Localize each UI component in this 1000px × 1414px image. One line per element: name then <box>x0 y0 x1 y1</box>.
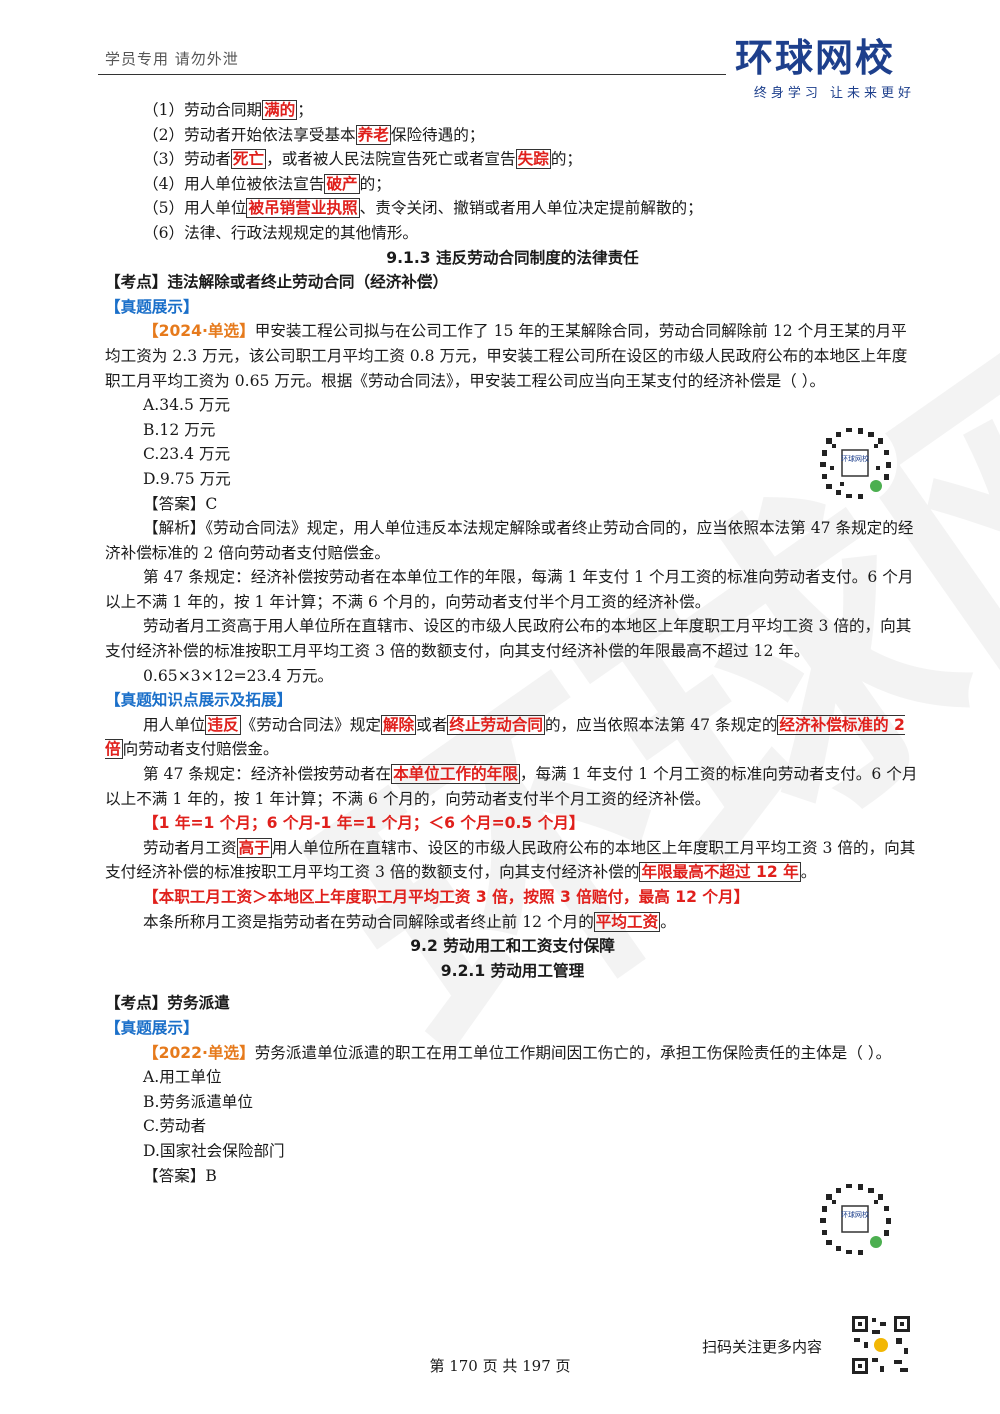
section-heading: 9.2 劳动用工和工资支付保障 <box>410 937 615 956</box>
answer-text: 【答案】B <box>143 1166 217 1185</box>
knowledge-text: 第 47 条规定：经济补偿按劳动者在本单位工作的年限，每满 1 年支付 1 个月… <box>105 764 918 808</box>
topic-heading: 【考点】劳务派遣 <box>105 994 230 1013</box>
document-body: （1）劳动合同期满的； （2）劳动者开始依法享受基本养老保险待遇的； （3）劳动… <box>105 98 920 1188</box>
qr-code-icon[interactable]: 环球网校 <box>812 420 898 506</box>
topic-heading: 【考点】违法解除或者终止劳动合同（经济补偿） <box>105 273 449 292</box>
option-item: D.国家社会保险部门 <box>143 1141 285 1160</box>
analysis-text: 0.65×3×12=23.4 万元。 <box>143 666 334 685</box>
knowledge-text: 劳动者月工资高于用人单位所在直辖市、设区的市级人民政府公布的本地区上年度职工月平… <box>105 837 916 883</box>
knowledge-text: 用人单位违反《劳动合同法》规定解除或者终止劳动合同的，应当依照本法第 47 条规… <box>105 714 905 760</box>
option-item: D.9.75 万元 <box>143 469 231 488</box>
logo-text: 环球网校 <box>735 36 896 80</box>
option-item: C.劳动者 <box>143 1117 207 1136</box>
summary-note: 【1 年=1 个月；6 个月-1 年=1 个月；＜6 个月=0.5 个月】 <box>143 814 585 833</box>
summary-note: 【本职工月工资＞本地区上年度职工月平均工资 3 倍，按照 3 倍赔付，最高 12… <box>143 888 750 906</box>
knowledge-text: 本条所称月工资是指劳动者在劳动合同解除或者终止前 12 个月的平均工资。 <box>143 911 676 932</box>
header-divider <box>98 74 726 75</box>
answer-text: 【答案】C <box>143 494 218 513</box>
list-item: （6）法律、行政法规规定的其他情形。 <box>143 223 419 242</box>
list-item: （5）用人单位被吊销营业执照、责令关闭、撤销或者用人单位决定提前解散的； <box>143 198 703 219</box>
footer-qr-icon[interactable] <box>850 1314 912 1376</box>
qr-label: 环球网校 <box>841 1210 869 1219</box>
scan-hint: 扫码关注更多内容 <box>702 1338 823 1356</box>
brand-logo: 环球网校 终身学习 让未来更好 <box>735 36 915 104</box>
page-number: 第 170 页 共 197 页 <box>429 1357 571 1375</box>
option-item: A.34.5 万元 <box>143 396 231 415</box>
qr-code-icon[interactable]: 环球网校 <box>812 1176 898 1262</box>
question-text: 【2024·单选】甲安装工程公司拟与在公司工作了 15 年的王某解除合同，劳动合… <box>105 322 908 390</box>
header-note: 学员专用 请勿外泄 <box>105 50 239 68</box>
logo-slogan: 终身学习 让未来更好 <box>753 86 915 101</box>
subsection-heading: 9.2.1 劳动用工管理 <box>440 961 585 980</box>
option-item: B.12 万元 <box>143 420 216 439</box>
question-text: 【2022·单选】劳务派遣单位派遣的职工在用工单位工作期间因工伤亡的，承担工伤保… <box>143 1043 892 1062</box>
option-item: C.23.4 万元 <box>143 445 231 464</box>
exam-label: 【真题展示】 <box>105 1018 199 1037</box>
knowledge-label: 【真题知识点展示及拓展】 <box>105 691 293 710</box>
list-item: （1）劳动合同期满的； <box>143 100 313 120</box>
option-item: A.用工单位 <box>143 1068 222 1087</box>
analysis-text: 第 47 条规定：经济补偿按劳动者在本单位工作的年限，每满 1 年支付 1 个月… <box>105 568 914 611</box>
qr-label: 环球网校 <box>841 454 869 463</box>
list-item: （2）劳动者开始依法享受基本养老保险待遇的； <box>143 124 485 145</box>
analysis-text: 劳动者月工资高于用人单位所在直辖市、设区的市级人民政府公布的本地区上年度职工月平… <box>105 617 912 661</box>
list-item: （4）用人单位被依法宣告破产的； <box>143 173 391 194</box>
analysis-text: 【解析】《劳动合同法》规定，用人单位违反本法规定解除或者终止劳动合同的，应当依照… <box>105 519 914 562</box>
option-item: B.劳务派遣单位 <box>143 1092 253 1111</box>
exam-label: 【真题展示】 <box>105 297 199 316</box>
section-heading: 9.1.3 违反劳动合同制度的法律责任 <box>386 248 639 267</box>
list-item: （3）劳动者死亡，或者被人民法院宣告死亡或者宣告失踪的； <box>143 149 583 170</box>
